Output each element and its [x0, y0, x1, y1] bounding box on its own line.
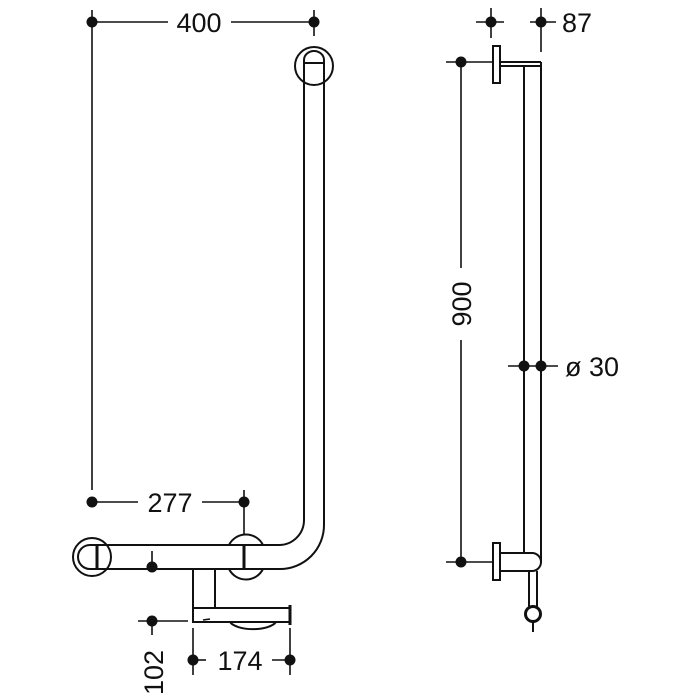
dimension-87: 87	[476, 8, 592, 52]
dim-400-label: 400	[176, 8, 221, 38]
dim-900-label: 900	[447, 281, 477, 326]
dim-87-label: 87	[562, 8, 592, 38]
dimension-900: 900	[446, 56, 494, 568]
dimension-400: 400	[86, 8, 320, 490]
dim-102-label: 102	[139, 650, 169, 695]
paper-holder	[192, 569, 292, 631]
grab-bar-front	[72, 66, 325, 581]
side-view: 87 900	[446, 8, 619, 632]
dimension-102-174: 102 174	[138, 615, 296, 695]
dimension-diameter: ø 30	[508, 352, 619, 382]
dim-174-label: 174	[217, 646, 262, 676]
top-rosette	[294, 46, 334, 86]
grab-bar-side	[492, 45, 542, 632]
dim-diameter-label: ø 30	[565, 352, 619, 382]
front-view: 400 27	[72, 8, 334, 695]
dimension-277: 277	[86, 488, 250, 573]
dim-277-label: 277	[147, 488, 192, 518]
